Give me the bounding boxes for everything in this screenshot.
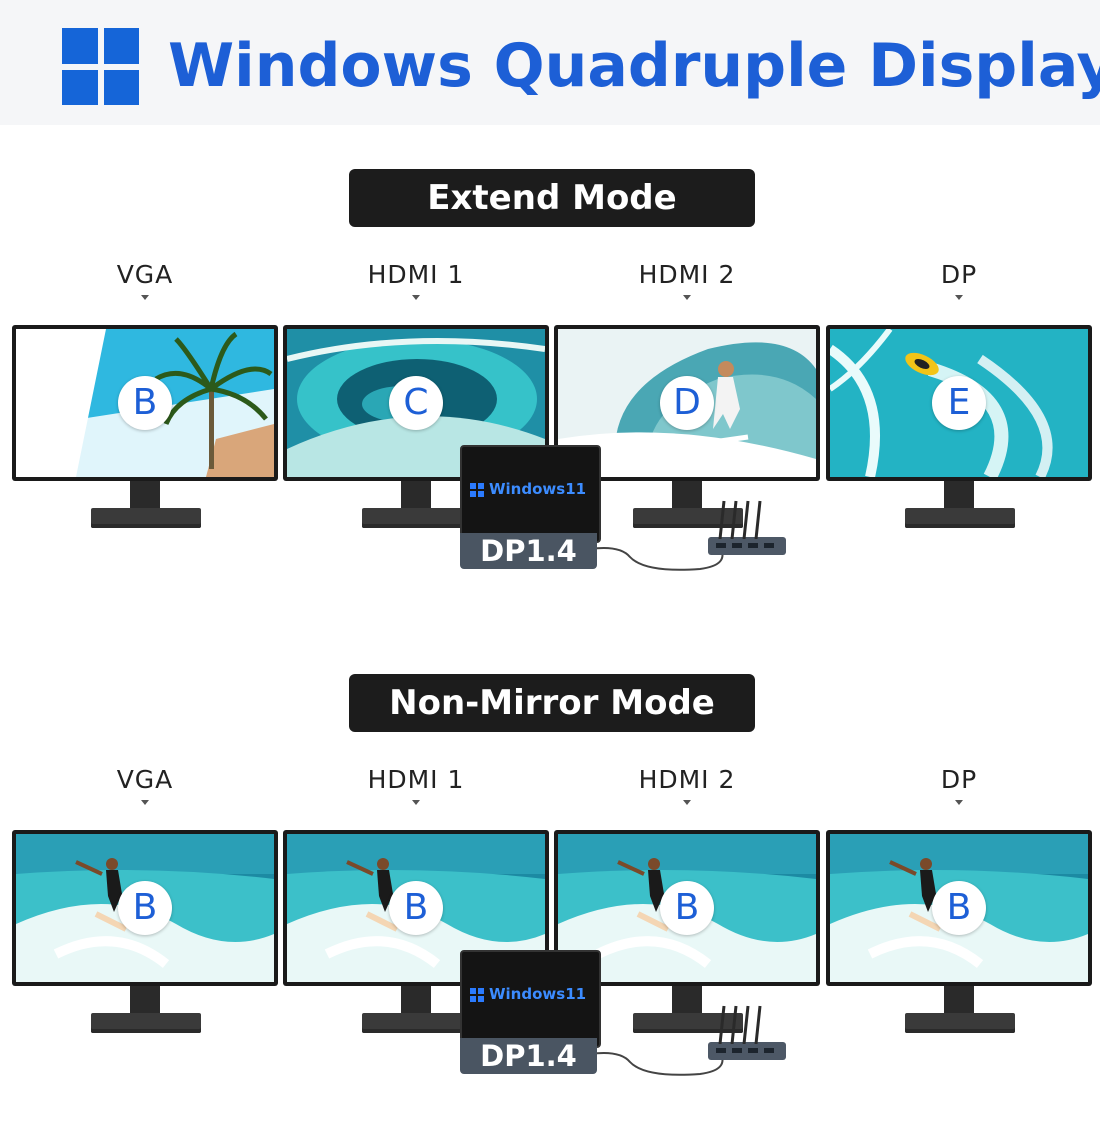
- monitor: B: [826, 830, 1092, 986]
- windows-logo-icon: [470, 483, 484, 497]
- caret-down-icon: [141, 295, 149, 300]
- caret-down-icon: [683, 800, 691, 805]
- screen-letter-badge: E: [932, 376, 986, 430]
- caret-down-icon: [683, 295, 691, 300]
- hub-port: [732, 1048, 742, 1053]
- port-label: HDMI 2: [638, 765, 736, 794]
- screen-letter-badge: B: [118, 376, 172, 430]
- caret-down-icon: [412, 800, 420, 805]
- screen-letter-badge: B: [932, 881, 986, 935]
- screen-letter-badge: C: [389, 376, 443, 430]
- windows-logo-icon: [62, 28, 139, 105]
- monitor: B: [12, 830, 278, 986]
- monitor-screen-image: [558, 329, 816, 477]
- monitor-stand: [905, 1013, 1015, 1033]
- hub-port: [748, 543, 758, 548]
- cable: [590, 546, 724, 571]
- port-label: HDMI 2: [638, 260, 736, 289]
- hub-port: [716, 1048, 726, 1053]
- hub-port: [764, 543, 774, 548]
- monitor-stand: [91, 508, 201, 528]
- monitor-stand: [362, 508, 472, 528]
- hub-cables: [718, 1005, 762, 1044]
- port-label: HDMI 1: [367, 260, 465, 289]
- monitor-neck: [944, 481, 974, 511]
- port-label: HDMI 1: [367, 765, 465, 794]
- monitor-stand: [905, 508, 1015, 528]
- docking-hub: [708, 1042, 786, 1060]
- monitor-stand: [633, 1013, 743, 1033]
- laptop: Windows11: [460, 950, 601, 1048]
- monitor: B: [12, 325, 278, 481]
- caret-down-icon: [412, 295, 420, 300]
- monitor-neck: [672, 481, 702, 511]
- laptop-port-label: DP1.4: [460, 1038, 597, 1074]
- screen-letter-badge: D: [660, 376, 714, 430]
- hub-port: [764, 1048, 774, 1053]
- mode-label: Non-Mirror Mode: [349, 674, 755, 732]
- monitor-neck: [401, 986, 431, 1016]
- laptop-port-label: DP1.4: [460, 533, 597, 569]
- port-label: DP: [940, 765, 978, 794]
- screen-letter-badge: B: [389, 881, 443, 935]
- screen-letter-badge: B: [660, 881, 714, 935]
- hub-port: [716, 543, 726, 548]
- mode-label: Extend Mode: [349, 169, 755, 227]
- hub-port: [732, 543, 742, 548]
- monitor: D: [554, 325, 820, 481]
- monitor-neck: [401, 481, 431, 511]
- caret-down-icon: [955, 295, 963, 300]
- monitor-neck: [130, 481, 160, 511]
- monitor-screen-image: [16, 329, 274, 477]
- monitor-stand: [362, 1013, 472, 1033]
- monitor-screen-image: [558, 834, 816, 982]
- monitor-screen-image: [830, 834, 1088, 982]
- laptop-os-label: Windows11: [489, 985, 587, 1003]
- windows-logo-icon: [470, 988, 484, 1002]
- monitor-screen-image: [16, 834, 274, 982]
- monitor-stand: [633, 508, 743, 528]
- screen-letter-badge: B: [118, 881, 172, 935]
- monitor-neck: [130, 986, 160, 1016]
- monitor: B: [554, 830, 820, 986]
- docking-hub: [708, 537, 786, 555]
- monitor: E: [826, 325, 1092, 481]
- monitor-neck: [944, 986, 974, 1016]
- laptop-os-label: Windows11: [489, 480, 587, 498]
- page-title: Windows Quadruple Display: [168, 31, 1100, 101]
- header-banner: Windows Quadruple Display: [0, 0, 1100, 125]
- hub-port: [748, 1048, 758, 1053]
- port-label: VGA: [116, 765, 174, 794]
- port-label: VGA: [116, 260, 174, 289]
- monitor-stand: [91, 1013, 201, 1033]
- laptop: Windows11: [460, 445, 601, 543]
- caret-down-icon: [141, 800, 149, 805]
- caret-down-icon: [955, 800, 963, 805]
- monitor-neck: [672, 986, 702, 1016]
- cable: [590, 1051, 724, 1076]
- port-label: DP: [940, 260, 978, 289]
- hub-cables: [718, 500, 762, 539]
